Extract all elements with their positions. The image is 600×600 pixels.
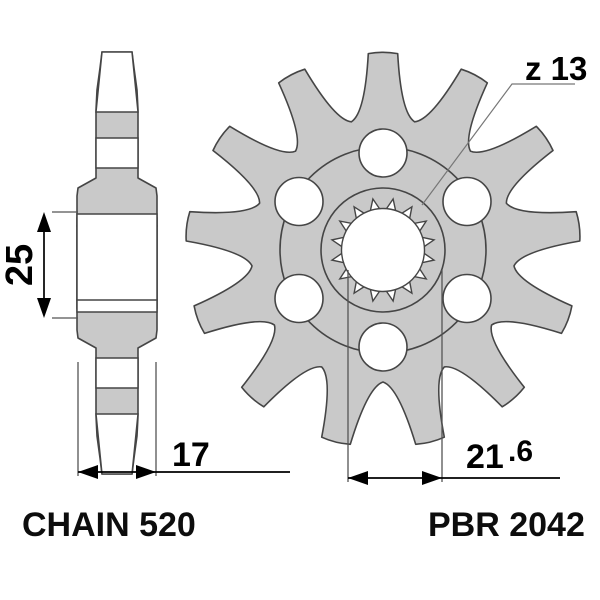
- tooth-count-label: z 13: [525, 50, 587, 87]
- dimension-17-label: 17: [172, 436, 210, 474]
- arrow-left-icon: [78, 465, 98, 479]
- arrow-right-icon: [422, 471, 442, 485]
- side-profile-band: [76, 213, 158, 301]
- side-profile-band: [95, 357, 139, 389]
- dimension-21-6-integer: 21: [466, 438, 504, 476]
- lightening-hole: [358, 128, 408, 178]
- dimension-25-label: 25: [0, 244, 41, 286]
- chain-spec-caption: CHAIN 520: [22, 506, 196, 544]
- lightening-hole: [442, 176, 492, 227]
- dimension-21-6-decimal: .6: [508, 435, 533, 468]
- side-view-cross-section: [76, 51, 158, 475]
- dimension-17-chain-width: [77, 362, 290, 479]
- sprocket-face-view: [185, 51, 581, 446]
- arrow-right-icon: [136, 465, 156, 479]
- arrow-left-icon: [348, 471, 368, 485]
- arrow-up-icon: [37, 212, 51, 232]
- leader-line-z13: [421, 83, 575, 206]
- dimension-21-6-bore: [347, 270, 560, 485]
- lightening-hole: [274, 273, 324, 324]
- dimension-25-thickness: [37, 211, 78, 319]
- side-profile-tip-bottom: [95, 413, 139, 475]
- arrow-down-icon: [37, 298, 51, 318]
- bore-inner-circle: [340, 207, 426, 293]
- lightening-hole: [274, 176, 324, 227]
- part-number-caption: PBR 2042: [428, 506, 585, 544]
- lightening-hole: [442, 273, 492, 324]
- lightening-hole: [358, 322, 408, 372]
- hub-inner-ring: [320, 187, 446, 313]
- side-profile-band: [95, 137, 139, 169]
- side-profile-tip-top: [95, 51, 139, 113]
- tooth-count-leader: [421, 83, 575, 206]
